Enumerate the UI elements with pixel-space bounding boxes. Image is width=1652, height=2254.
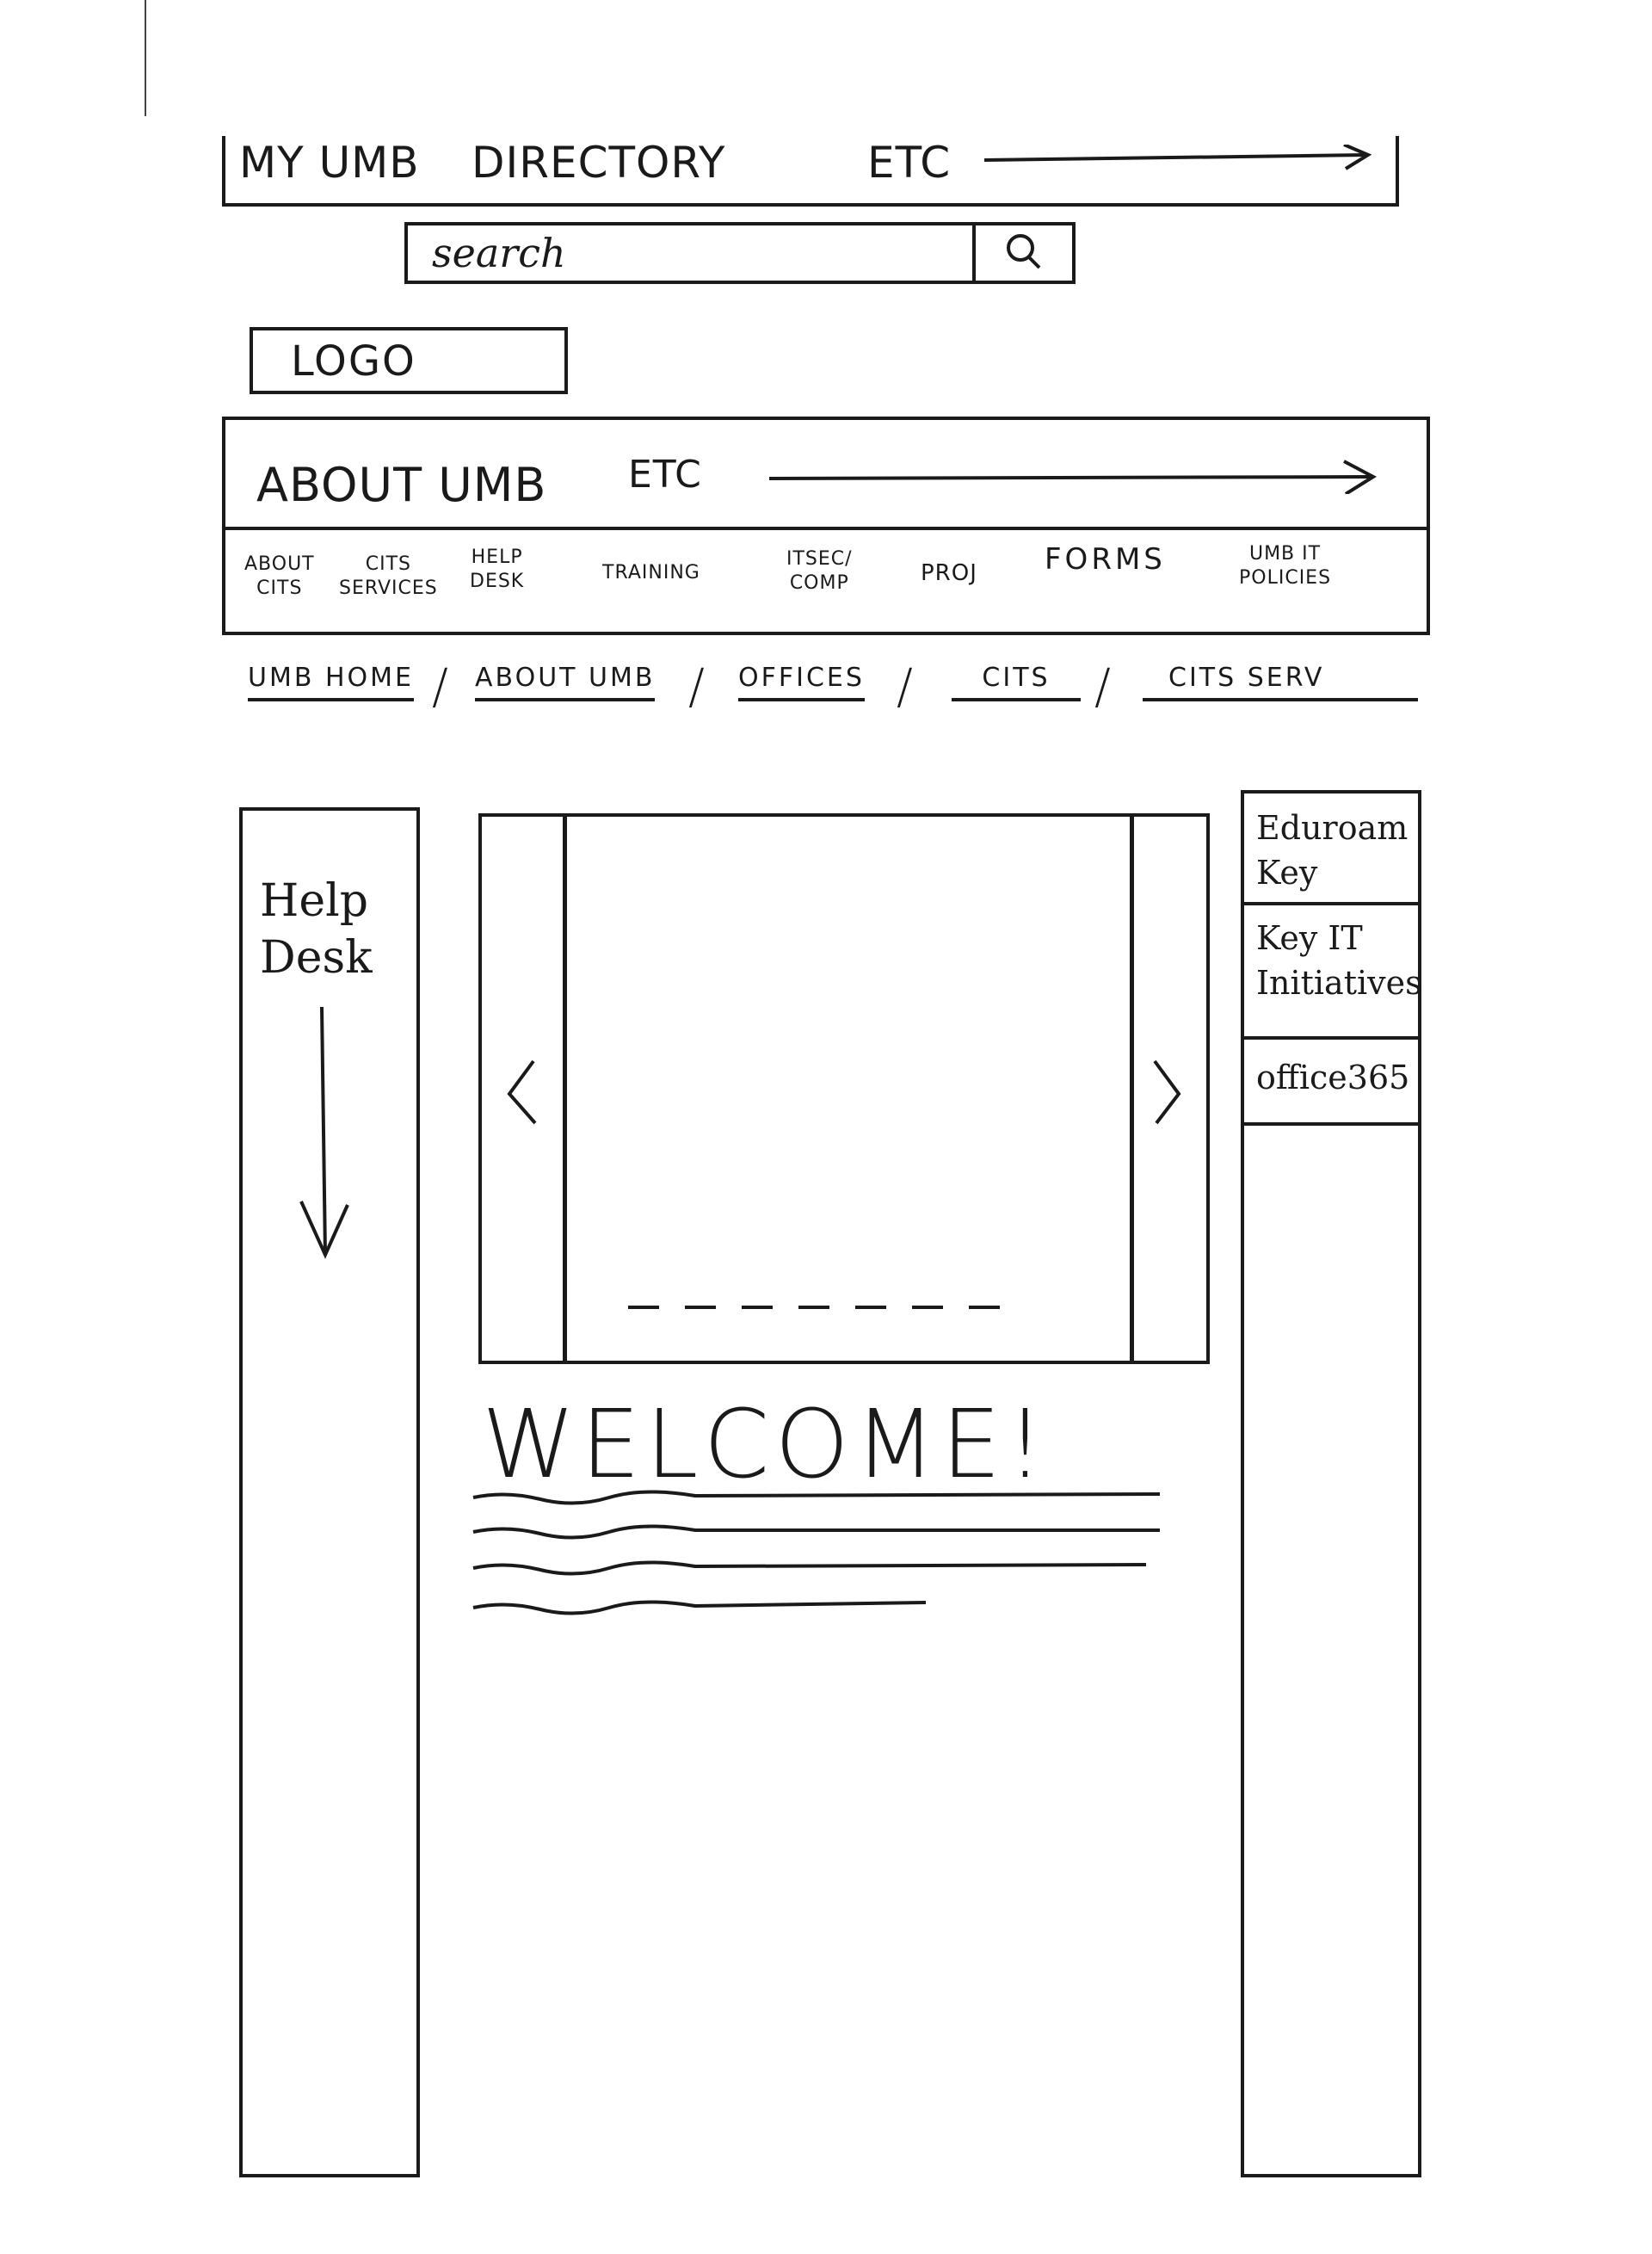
subnav-label: TRAINING [602,562,700,584]
main-nav: ABOUT UMB ETC ABOUT CITS CITS SERVICES H… [222,417,1430,635]
search-icon [1007,234,1041,269]
main-nav-secondary: ABOUT CITS CITS SERVICES HELP DESK TRAIN… [225,530,1427,633]
subnav-itsec-comp[interactable]: ITSEC/ COMP [786,547,853,596]
image-carousel [478,813,1210,1364]
arrow-right-icon [983,145,1372,170]
carousel-prev-button[interactable] [487,1049,556,1135]
subnav-label: POLICIES [1239,567,1332,589]
breadcrumb-separator: / [688,659,705,715]
subnav-umb-it-policies[interactable]: UMB IT POLICIES [1239,542,1331,590]
breadcrumb: UMB HOME / ABOUT UMB / OFFICES / CITS / … [241,654,1428,723]
carousel-indicator[interactable] [628,1306,659,1309]
breadcrumb-separator: / [432,659,448,715]
subnav-label: PROJ [921,560,977,586]
quicklink-label: Key IT [1256,919,1363,957]
search-bar [404,222,1076,284]
carousel-indicator[interactable] [969,1306,1000,1309]
subnav-label: UMB IT [1248,543,1322,565]
quicklink-label: office365 [1256,1059,1410,1096]
logo-text: LOGO [291,337,416,386]
subnav-help-desk[interactable]: HELP DESK [470,546,524,594]
subnav-label: HELP [471,547,523,568]
help-desk-label: Desk [260,932,373,984]
subnav-label: SERVICES [339,577,438,599]
subnav-label: ITSEC/ [786,548,853,570]
quicklink-label: Key [1256,854,1318,892]
welcome-heading: WELCOME! [482,1389,1050,1499]
chevron-left-icon [507,1059,537,1125]
quicklink-label: Eduroam [1256,809,1409,847]
carousel-indicator[interactable] [855,1306,886,1309]
subnav-label: ABOUT [244,553,315,575]
help-desk-label: Help [260,875,369,927]
subnav-label: COMP [789,572,849,594]
chevron-right-icon [1153,1059,1181,1125]
breadcrumb-offices[interactable]: OFFICES [738,663,865,701]
nav-link-etc[interactable]: ETC [628,453,702,497]
arrow-right-icon [768,460,1378,494]
util-link-etc[interactable]: ETC [867,138,952,188]
search-input[interactable] [408,225,976,281]
breadcrumb-umb-home[interactable]: UMB HOME [248,663,414,701]
nav-link-about-umb[interactable]: ABOUT UMB [256,458,547,512]
carousel-indicator[interactable] [742,1306,773,1309]
carousel-slide[interactable] [563,817,1134,1361]
subnav-label: FORMS [1045,542,1166,577]
arrow-down-icon [299,1006,349,1259]
subnav-forms[interactable]: FORMS [1045,542,1166,577]
quicklink-label: Initiatives [1256,964,1422,1002]
subnav-cits-services[interactable]: CITS SERVICES [339,553,438,601]
util-link-directory[interactable]: DIRECTORY [472,138,726,188]
carousel-indicators [628,1306,1007,1323]
breadcrumb-separator: / [897,659,913,715]
quicklink-office365[interactable]: office365 [1244,1040,1418,1126]
carousel-indicator[interactable] [912,1306,943,1309]
carousel-indicator[interactable] [798,1306,829,1309]
search-button[interactable] [976,225,1072,281]
welcome-body-placeholder [472,1490,1161,1615]
subnav-label: DESK [470,571,525,592]
help-desk-link[interactable]: Help Desk [260,873,373,986]
subnav-label: CITS [365,553,411,575]
carousel-indicator[interactable] [685,1306,716,1309]
subnav-training[interactable]: TRAINING [602,561,700,585]
util-link-my-umb[interactable]: MY UMB [239,138,420,188]
carousel-next-button[interactable] [1132,1049,1201,1135]
right-sidebar: Eduroam Key Key IT Initiatives office365 [1241,790,1422,2177]
subnav-proj[interactable]: PROJ [921,561,977,585]
utility-bar: MY UMB DIRECTORY ETC [222,136,1399,207]
main-nav-primary: ABOUT UMB ETC [225,420,1427,530]
breadcrumb-separator: / [1094,659,1111,715]
subnav-about-cits[interactable]: ABOUT CITS [244,553,315,601]
quicklink-key-it-initiatives[interactable]: Key IT Initiatives [1244,905,1422,1040]
breadcrumb-cits-serv[interactable]: CITS SERV [1143,663,1418,701]
scan-edge [145,0,146,116]
subnav-label: CITS [256,577,303,599]
quicklink-eduroam-key[interactable]: Eduroam Key [1244,794,1418,905]
left-sidebar: Help Desk [239,807,420,2177]
breadcrumb-cits[interactable]: CITS [952,663,1081,701]
breadcrumb-about-umb[interactable]: ABOUT UMB [475,663,656,701]
logo[interactable]: LOGO [250,327,568,394]
